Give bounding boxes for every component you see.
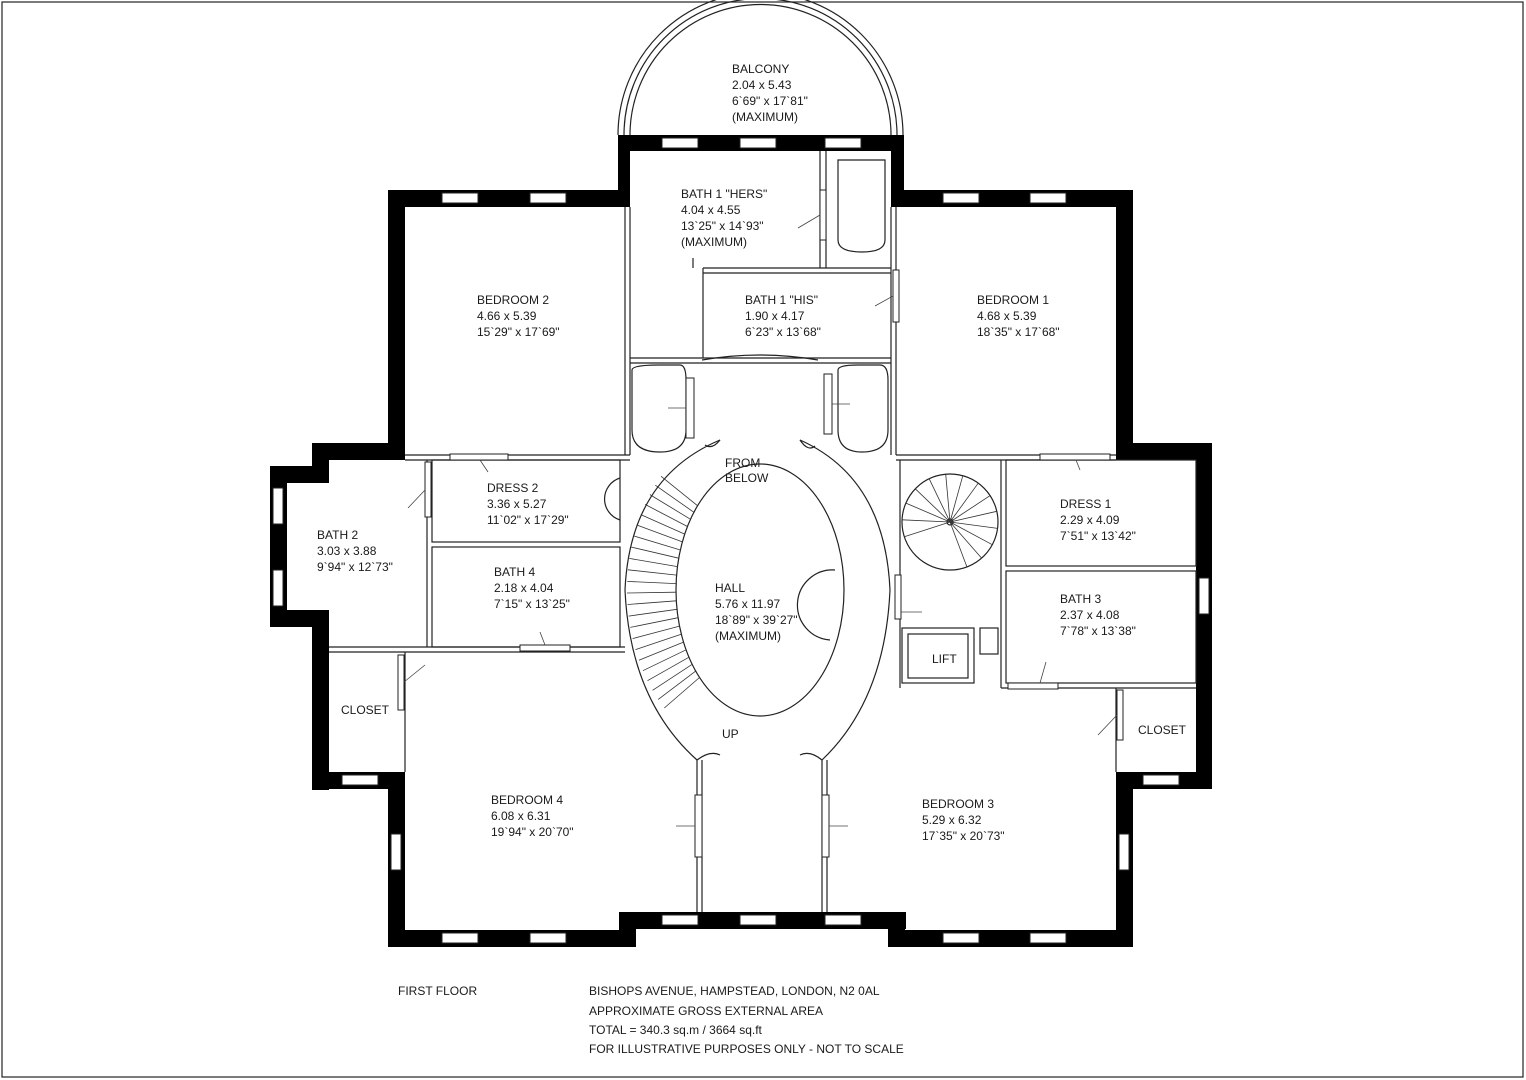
stair-tread (626, 591, 677, 594)
spiral-tread (949, 521, 968, 568)
spiral-tread (949, 482, 979, 523)
stairs-up-label: UP (722, 727, 739, 741)
spiral-tread (949, 475, 964, 523)
stair-tread (638, 641, 684, 661)
stair-tread (628, 608, 678, 617)
closet-left-label: CLOSET (341, 703, 390, 717)
stair-tread (627, 600, 677, 605)
stair-tread (632, 625, 680, 639)
stair-tread (629, 558, 678, 567)
spiral-tread (945, 474, 951, 523)
spiral-staircase (901, 473, 999, 571)
stair-tread (633, 535, 681, 551)
stair-tread (644, 504, 688, 527)
disclaimer: FOR ILLUSTRATIVE PURPOSES ONLY - NOT TO … (589, 1042, 904, 1056)
stair-tread (652, 663, 693, 691)
stair-tread (627, 569, 677, 576)
doors (397, 189, 1124, 858)
spiral-tread (905, 502, 951, 523)
spiral-tread (901, 519, 951, 523)
spiral-tread (904, 521, 951, 538)
windows (272, 137, 1210, 944)
stair-tread (655, 484, 695, 513)
staircase (626, 475, 700, 709)
stair-tread (647, 656, 690, 682)
spiral-tread (949, 521, 998, 529)
spiral-tread (949, 510, 997, 523)
stair-tread (627, 581, 677, 584)
floor-label: FIRST FLOOR (398, 984, 477, 998)
area-title: APPROXIMATE GROSS EXTERNAL AREA (589, 1004, 823, 1018)
stair-tread (649, 494, 691, 520)
spiral-tread (949, 521, 982, 559)
spiral-tread (949, 495, 991, 523)
stair-tread (664, 677, 700, 709)
spiral-tread (949, 521, 993, 546)
interior-walls (329, 151, 1197, 912)
stair-tread (642, 649, 687, 672)
stair-tread (636, 524, 683, 543)
balcony-rail (617, 0, 904, 136)
closet-right-label: CLOSET (1138, 723, 1187, 737)
spiral-tread (928, 478, 951, 523)
stair-tread (631, 546, 679, 559)
hall-structure (624, 354, 891, 761)
spiral-tread (915, 488, 951, 523)
stair-tread (660, 475, 698, 507)
stair-tread (657, 670, 696, 700)
stair-tread (635, 633, 682, 650)
stair-tread (630, 617, 679, 628)
stair-tread (640, 514, 685, 535)
area-total: TOTAL = 340.3 sq.m / 3664 sq.ft (589, 1023, 763, 1037)
lift-label: LIFT (932, 652, 957, 666)
address-label: BISHOPS AVENUE, HAMPSTEAD, LONDON, N2 0A… (589, 984, 880, 998)
